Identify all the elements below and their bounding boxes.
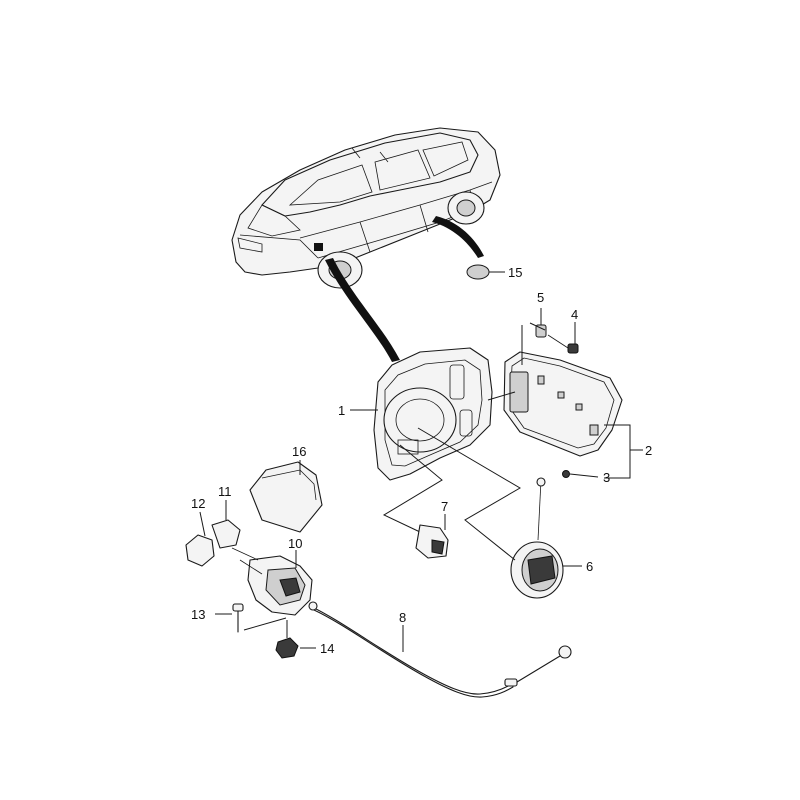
callout-12: 12 (191, 496, 205, 511)
part-15-plug (466, 264, 505, 280)
callout-10: 10 (288, 536, 302, 551)
callout-16: 16 (292, 444, 306, 459)
callout-14: 14 (320, 641, 334, 656)
sedan-car-illustration (231, 127, 501, 289)
callout-4: 4 (571, 307, 578, 322)
callout-11: 11 (218, 484, 232, 499)
part-4-screw (547, 322, 579, 354)
callout-3: 3 (603, 470, 610, 485)
location-arrow-plug (432, 216, 484, 258)
part-8-release-cable (308, 601, 572, 698)
callout-labels: 1 2 3 4 5 6 7 8 10 11 12 13 14 15 16 (191, 265, 652, 656)
callout-8: 8 (399, 610, 406, 625)
callout-2: 2 (645, 443, 652, 458)
part-11-grommet (211, 500, 241, 549)
callout-1: 1 (338, 403, 345, 418)
part-12-bumper (185, 511, 215, 567)
part-13-bolt (215, 603, 287, 633)
part-14-nut (275, 620, 316, 659)
callout-6: 6 (586, 559, 593, 574)
part-5-bushing (529, 308, 547, 338)
callout-13: 13 (191, 607, 205, 622)
part-7-actuator (415, 514, 449, 559)
part-10-latch (231, 547, 313, 616)
part-3-clip (562, 470, 599, 478)
callout-15: 15 (508, 265, 522, 280)
callout-5: 5 (537, 290, 544, 305)
callout-7: 7 (441, 499, 448, 514)
location-arrow-fuel-door (325, 258, 400, 362)
part-16-cover (249, 460, 323, 533)
part-2-fuel-door (503, 351, 623, 457)
part-1-filler-housing (373, 347, 493, 481)
part-6-fuel-cap (510, 477, 582, 599)
